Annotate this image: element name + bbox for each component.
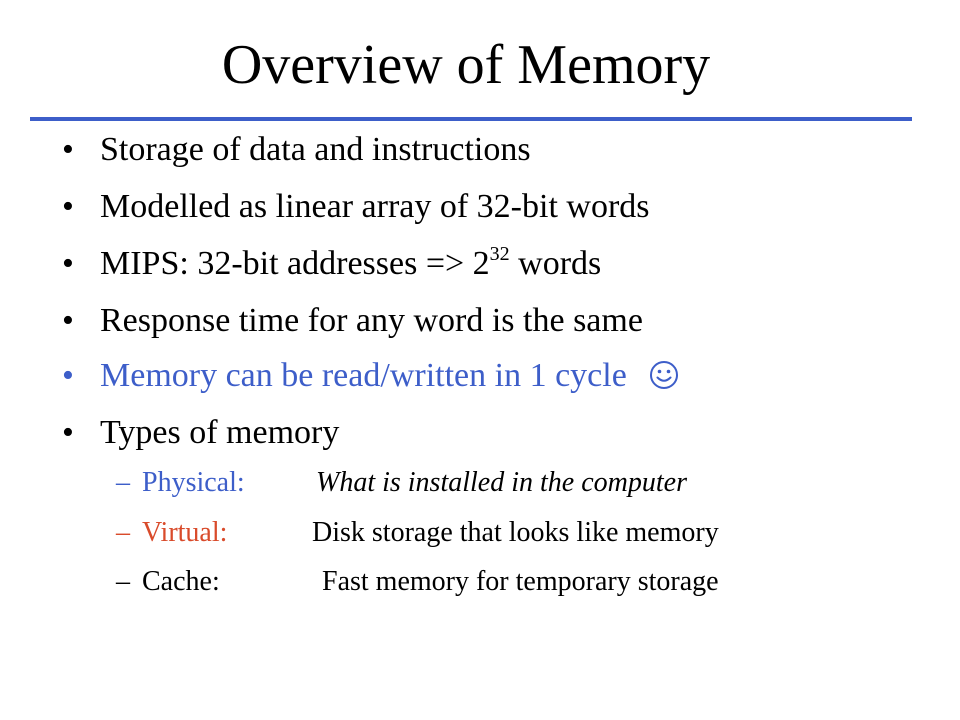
bullet-text: Response time for any word is the same <box>100 302 643 339</box>
smiley-icon <box>649 361 678 389</box>
dash: – <box>116 566 130 597</box>
bullet-dot: • <box>62 188 74 225</box>
bullet-item: • Response time for any word is the same <box>62 293 643 349</box>
bullet-dot: • <box>62 414 74 451</box>
bullet-item-highlight: • Memory can be read/written in 1 cycle <box>62 348 679 404</box>
bullet-item: • Modelled as linear array of 32-bit word… <box>62 179 650 235</box>
memory-type-description: What is installed in the computer <box>316 467 687 498</box>
dash: – <box>116 517 130 548</box>
exponent: 32 <box>489 243 510 265</box>
memory-type-label: Virtual: <box>142 517 228 548</box>
bullet-dot: • <box>62 302 74 339</box>
bullet-dot: • <box>62 245 74 282</box>
title-underline <box>30 117 912 121</box>
bullet-dot: • <box>62 357 74 394</box>
bullet-text: Types of memory <box>100 414 340 451</box>
bullet-text: Storage of data and instructions <box>100 131 531 168</box>
bullet-text: Memory can be read/written in 1 cycle <box>100 357 627 394</box>
bullet-item: • MIPS: 32-bit addresses => 232 words <box>62 236 601 292</box>
memory-type-virtual: –Virtual: Disk storage that looks like me… <box>116 508 719 558</box>
memory-type-description: Disk storage that looks like memory <box>312 517 719 548</box>
slide-title: Overview of Memory <box>221 34 711 96</box>
bullet-item: • Storage of data and instructions <box>62 122 531 178</box>
memory-type-description: Fast memory for temporary storage <box>322 566 719 597</box>
memory-type-cache: –Cache: Fast memory for temporary storage <box>116 557 719 607</box>
dash: – <box>116 467 130 498</box>
bullet-text: MIPS: 32-bit addresses => 2 <box>100 245 490 282</box>
memory-type-physical: –Physical: What is installed in the compu… <box>116 458 687 508</box>
bullet-item: • Types of memory <box>62 405 339 461</box>
memory-type-label: Cache: <box>142 566 220 597</box>
bullet-text: Modelled as linear array of 32-bit words <box>100 188 650 225</box>
memory-type-label: Physical: <box>142 467 245 498</box>
bullet-text-tail: words <box>509 245 602 282</box>
bullet-dot: • <box>62 131 74 168</box>
